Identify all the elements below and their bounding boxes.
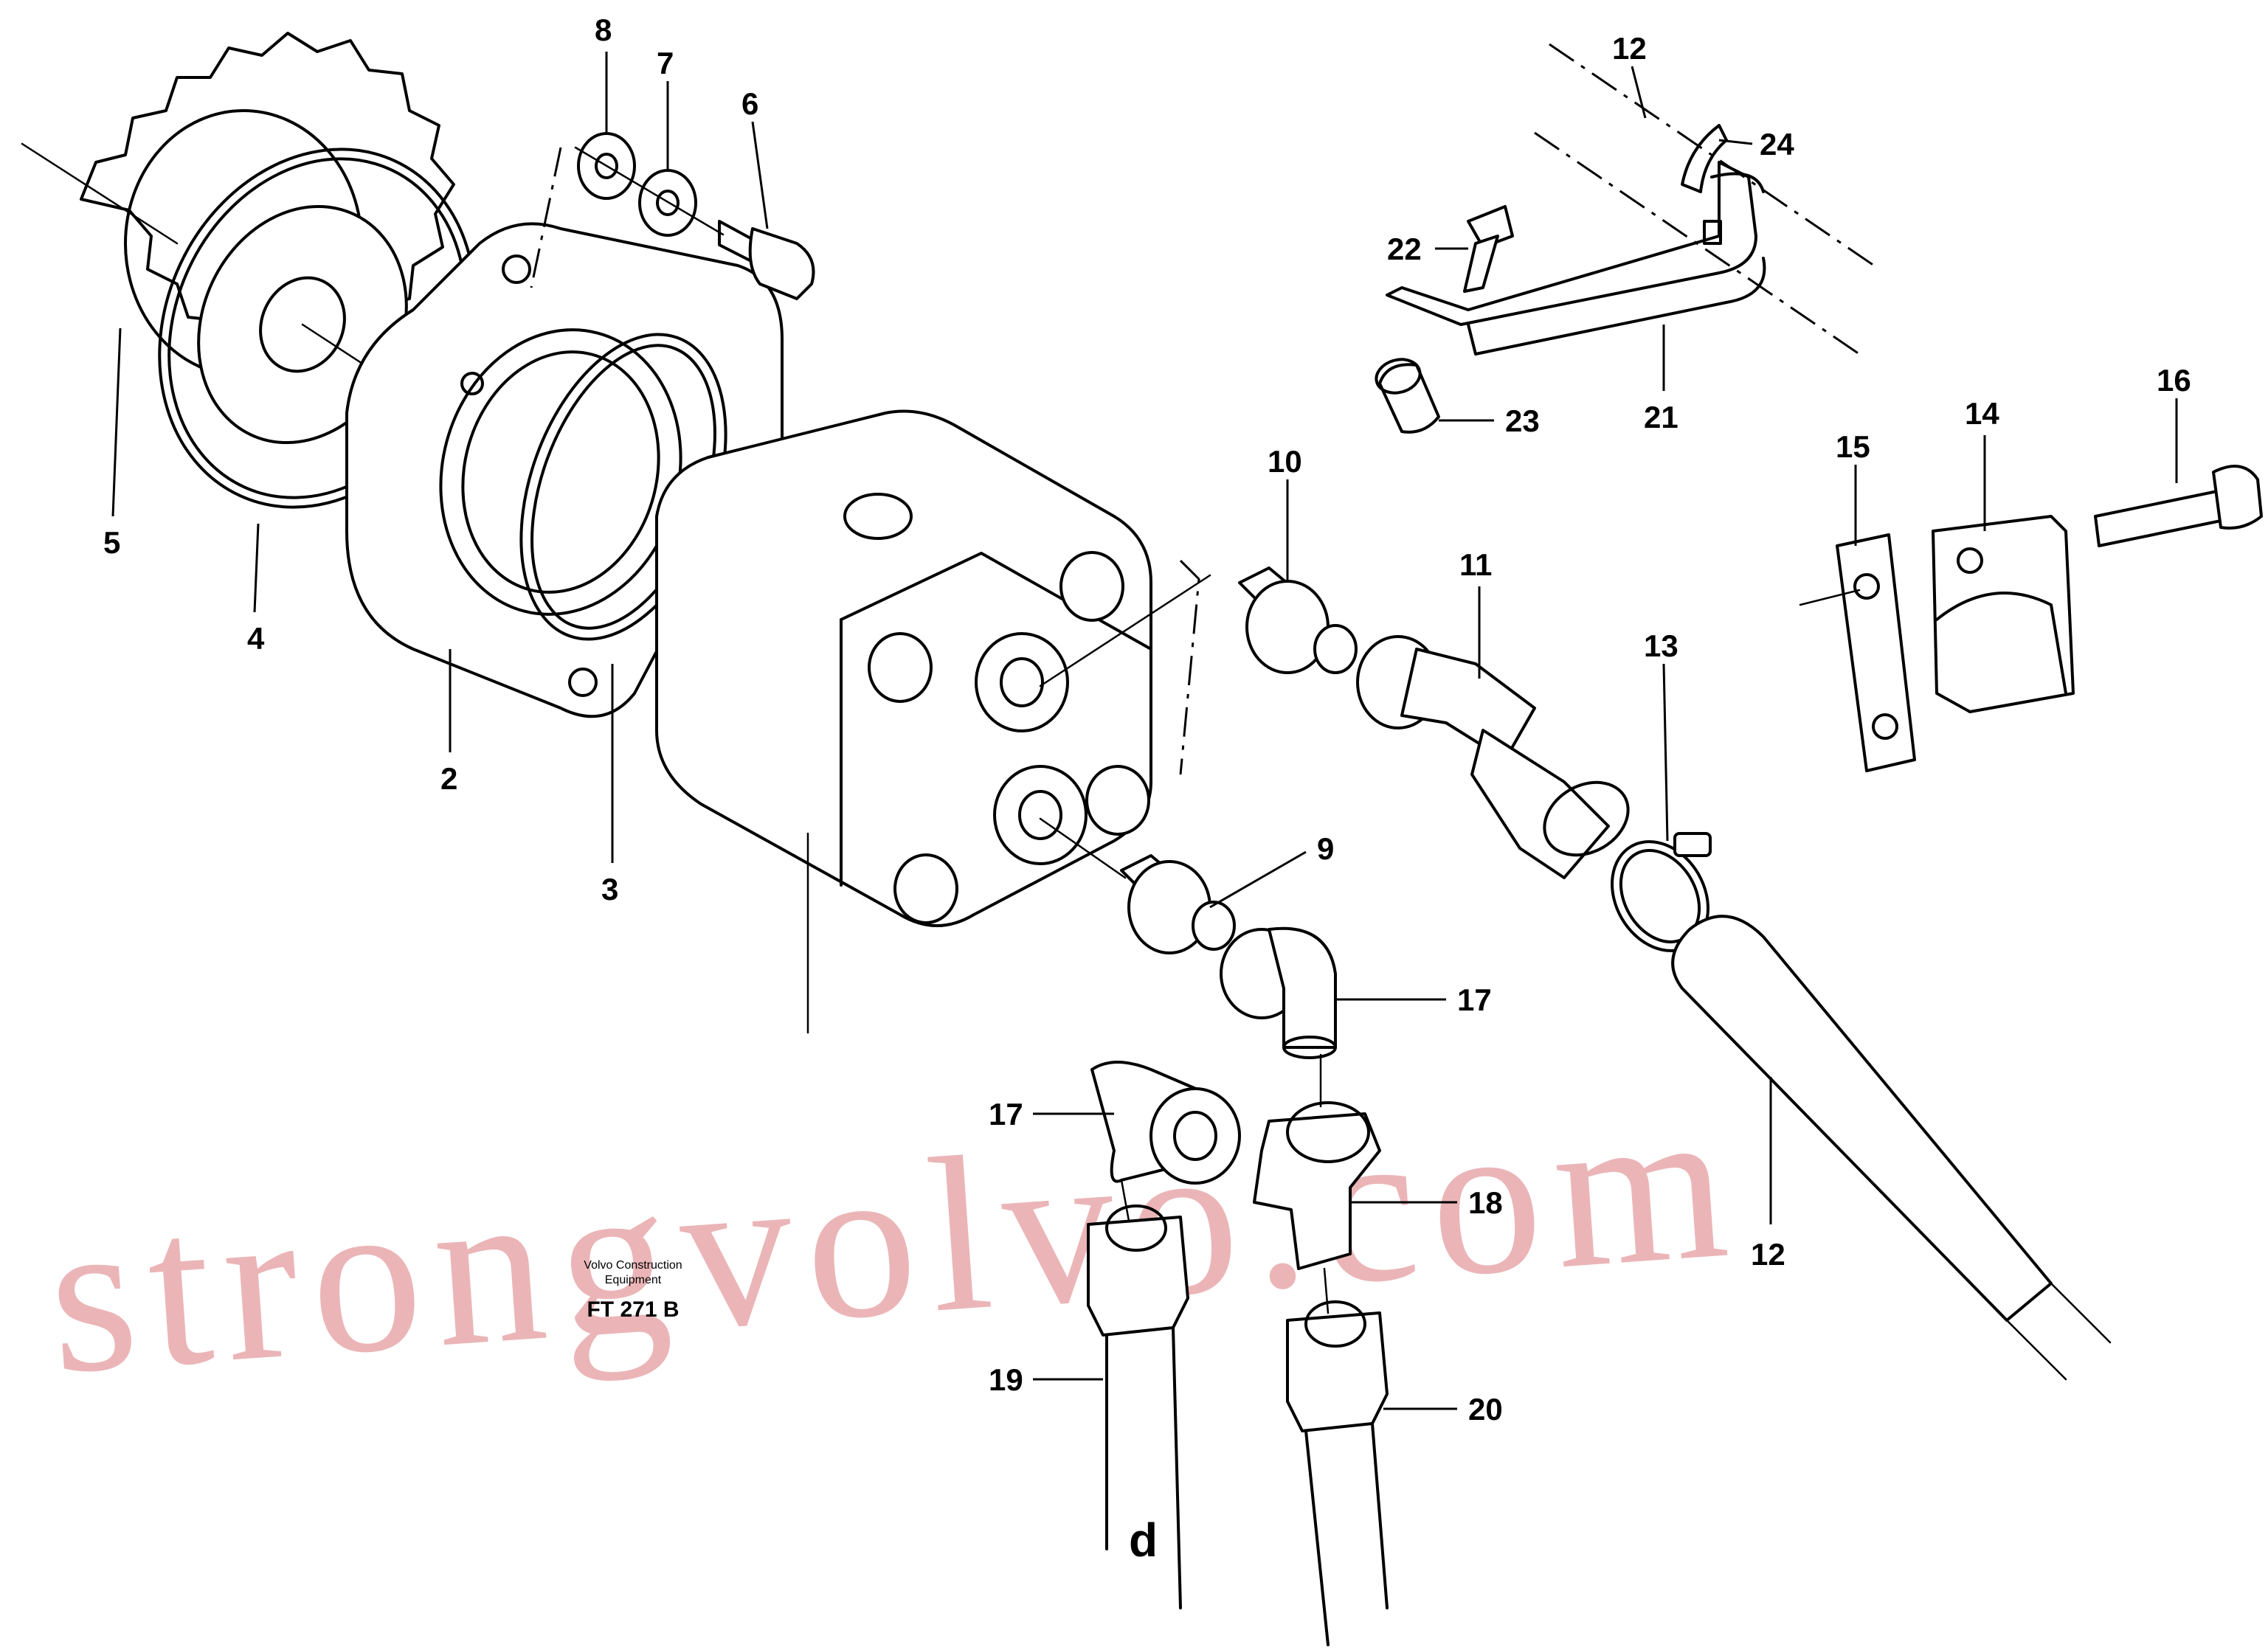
- diagram-caption: Volvo Construction Equipment FT 271 B: [584, 1259, 682, 1322]
- part-10-adapter: [1039, 566, 1358, 687]
- part-12-hose: [1671, 915, 2112, 1381]
- callout-2: 2: [440, 761, 457, 796]
- callout-8: 8: [595, 13, 612, 47]
- part-9-fitting: [1039, 817, 1236, 954]
- callout-20: 20: [1468, 1392, 1503, 1427]
- part-18-tee: [1253, 1053, 1381, 1270]
- pipe-label: d: [1129, 1514, 1158, 1567]
- part-19-hose: d: [1087, 1179, 1189, 1609]
- caption-line-1: Volvo Construction: [584, 1259, 682, 1272]
- callout-3: 3: [601, 872, 618, 907]
- part-21-bracket: [1386, 43, 1875, 356]
- callout-13: 13: [1644, 628, 1678, 663]
- part-20-hose: [1286, 1267, 1389, 1646]
- callout-11: 11: [1459, 547, 1492, 582]
- part-14-clamp-block: [1932, 515, 2075, 713]
- callout-6: 6: [741, 86, 758, 121]
- part-15-plate: [1799, 533, 1916, 772]
- part-11-connector: [1356, 635, 1630, 879]
- callout-18: 18: [1468, 1185, 1503, 1220]
- part-6-bolt: [574, 146, 815, 300]
- callout-23: 23: [1505, 403, 1540, 438]
- callout-24: 24: [1760, 127, 1794, 162]
- callout-12-bottom: 12: [1751, 1237, 1785, 1272]
- part-22-bolt: [1463, 205, 1514, 293]
- callout-12-top: 12: [1612, 31, 1647, 66]
- callout-14: 14: [1965, 396, 1999, 431]
- callout-21: 21: [1644, 400, 1678, 434]
- part-23-spacer: [1375, 358, 1440, 434]
- callout-17-left: 17: [989, 1097, 1023, 1131]
- caption-line-2: Equipment: [605, 1274, 662, 1286]
- callouts: 5 4 2 3 8 7 6 9 10 11 12 12 13 14 15 16 …: [103, 13, 2191, 1427]
- callout-17-right: 17: [1457, 982, 1492, 1017]
- caption-code: FT 271 B: [587, 1297, 679, 1322]
- callout-16: 16: [2157, 363, 2191, 398]
- part-16-bolt: [2094, 465, 2263, 547]
- part-17-elbow-right: [1220, 926, 1337, 1059]
- callout-5: 5: [103, 525, 120, 560]
- pump-body: [655, 409, 1200, 1034]
- callout-10: 10: [1268, 444, 1302, 479]
- callout-4: 4: [247, 621, 265, 656]
- callout-9: 9: [1317, 831, 1334, 866]
- callout-15: 15: [1836, 429, 1870, 464]
- callout-22: 22: [1387, 232, 1422, 266]
- watermark: strongvolvo.com: [41, 1058, 1747, 1421]
- part-17-elbow-left: [1090, 1061, 1241, 1185]
- callout-7: 7: [657, 46, 674, 80]
- leader-lines: [111, 52, 2178, 1410]
- callout-19: 19: [989, 1362, 1023, 1397]
